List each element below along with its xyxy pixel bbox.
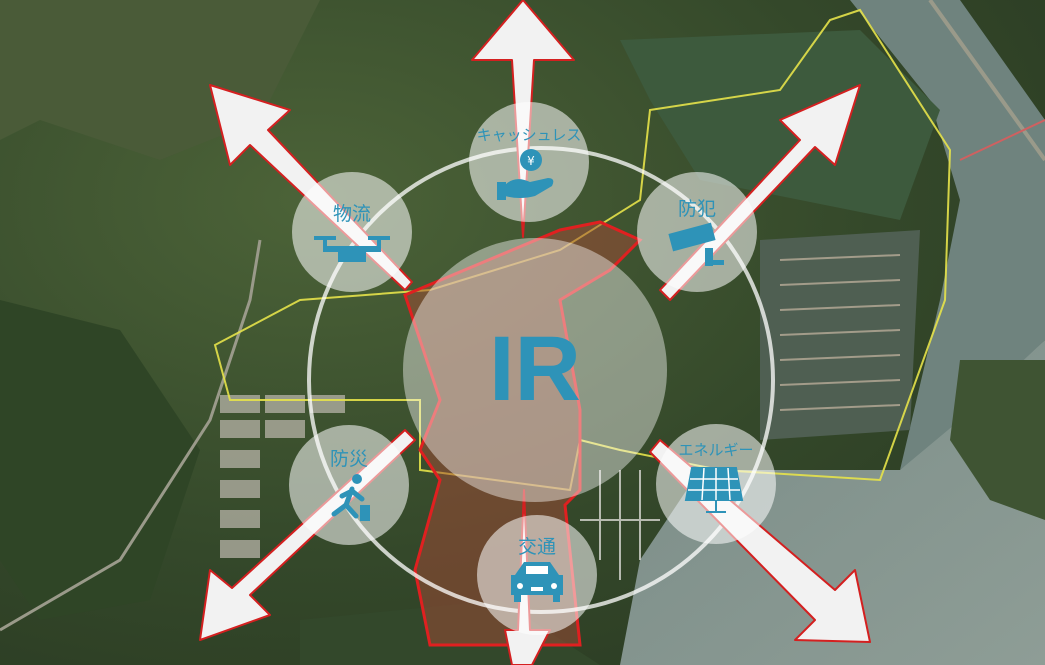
solar-panel-icon xyxy=(684,467,744,513)
node-traffic: 交通 xyxy=(477,515,597,635)
node-logistics: 物流 xyxy=(292,172,412,292)
center-label: IR xyxy=(489,318,581,420)
node-cashless: キャッシュレス ¥ xyxy=(469,102,589,222)
node-label-traffic: 交通 xyxy=(518,536,556,558)
node-label-disaster: 防災 xyxy=(330,448,368,470)
cashless-hand-coin-icon: ¥ xyxy=(497,149,554,200)
security-camera-icon xyxy=(668,222,724,266)
node-crime-prevention: 防犯 xyxy=(637,172,757,292)
node-disaster-prevention: 防災 xyxy=(289,425,409,545)
node-label-crime: 防犯 xyxy=(678,198,716,220)
center-ir-circle: IR xyxy=(403,238,667,502)
car-icon xyxy=(511,562,563,602)
svg-text:¥: ¥ xyxy=(527,154,535,168)
node-label-energy: エネルギー xyxy=(678,441,753,459)
node-label-logistics: 物流 xyxy=(333,203,371,225)
node-label-cashless: キャッシュレス xyxy=(477,126,582,144)
node-energy: エネルギー xyxy=(656,424,776,544)
running-person-exit-icon xyxy=(331,474,370,521)
drone-icon xyxy=(314,236,390,262)
